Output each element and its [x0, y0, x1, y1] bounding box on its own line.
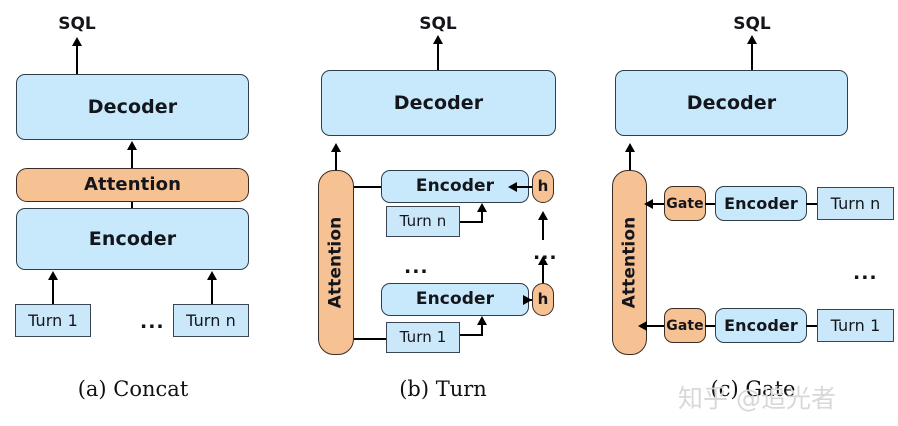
- connector-encoder-to-attention-a: [131, 202, 133, 210]
- node-attention-b[interactable]: Attention: [318, 170, 354, 355]
- output-label-sql-a: SQL: [58, 14, 96, 34]
- connector-encoder-bottom-to-gate-c: [705, 325, 716, 327]
- node-attention-c-label: Attention: [619, 216, 639, 309]
- arrow-head-gate-top-to-attention-c: [644, 198, 653, 209]
- arrow-head-decoder-to-sql-a: [71, 37, 82, 46]
- arrow-shaft-attention-to-decoder-b: [335, 150, 337, 172]
- arrow-head-turnn-to-encoder-a: [206, 271, 217, 280]
- connector-attention-to-turn1-b: [354, 338, 386, 340]
- output-label-sql-b: SQL: [419, 14, 457, 34]
- arrow-head-attention-to-decoder-c: [624, 143, 635, 152]
- node-turn-last-c[interactable]: Turn n: [817, 187, 894, 220]
- node-decoder-c[interactable]: Decoder: [615, 70, 848, 136]
- arrow-shaft-decoder-to-sql-b: [437, 42, 439, 70]
- arrow-shaft-decoder-to-sql-c: [751, 42, 753, 70]
- arrow-head-decoder-to-sql-b: [432, 35, 443, 44]
- panel-turn: SQL Decoder Attention Encoder Turn n h .…: [300, 0, 600, 426]
- arrow-head-into-state-top-b: [537, 211, 548, 220]
- panel-concat: SQL Decoder Attention Encoder Turn 1 ...…: [0, 0, 300, 426]
- arrow-shaft-turn1-to-encoder-b: [481, 323, 483, 335]
- node-attention-b-label: Attention: [325, 216, 346, 309]
- connector-turnn-to-encoder-c: [806, 203, 818, 205]
- arrow-shaft-state-bottom-up-b: [542, 263, 544, 283]
- node-turn-first-b[interactable]: Turn 1: [386, 322, 460, 353]
- node-turn-last-a[interactable]: Turn n: [173, 304, 249, 337]
- arrow-head-turnn-to-encoder-b: [476, 203, 487, 212]
- arrow-head-turn1-to-encoder-b: [476, 316, 487, 325]
- node-encoder-bottom-c[interactable]: Encoder: [715, 308, 807, 343]
- connector-attention-to-encoder-top-b: [354, 186, 382, 188]
- arrow-shaft-turnn-to-encoder-b: [481, 210, 483, 222]
- arrow-head-state-top-to-encoder-b: [508, 181, 517, 192]
- node-encoder-a[interactable]: Encoder: [16, 208, 249, 270]
- connector-encoder-top-to-gate-c: [705, 203, 716, 205]
- arrow-shaft-gate-bottom-to-attention-c: [646, 325, 664, 327]
- output-label-sql-c: SQL: [733, 14, 771, 34]
- node-gate-top-c[interactable]: Gate: [664, 186, 706, 221]
- node-decoder-a[interactable]: Decoder: [16, 74, 249, 140]
- panel-gate: SQL Decoder Attention Gate Encoder Turn …: [600, 0, 898, 426]
- node-attention-a[interactable]: Attention: [16, 168, 249, 202]
- node-encoder-top-c[interactable]: Encoder: [715, 186, 807, 221]
- arrow-shaft-attention-to-decoder-c: [629, 150, 631, 172]
- connector-turnn-elbow-h-b: [445, 221, 483, 223]
- arrow-shaft-attention-to-decoder-a: [131, 148, 133, 168]
- arrow-shaft-into-state-top-b: [542, 218, 544, 240]
- arrow-head-gate-bottom-to-attention-c: [638, 320, 647, 331]
- ellipsis-encoders-b: ...: [404, 256, 429, 278]
- arrow-head-state-bottom-up-b: [537, 256, 548, 265]
- connector-turn1-elbow-h-b: [445, 334, 483, 336]
- ellipsis-turns-a: ...: [140, 311, 165, 333]
- connector-turn1-to-encoder-c: [806, 325, 818, 327]
- node-encoder-bottom-b[interactable]: Encoder: [381, 283, 529, 316]
- arrow-head-attention-to-decoder-b: [330, 143, 341, 152]
- arrow-shaft-turn1-to-encoder-a: [52, 278, 54, 304]
- arrow-shaft-gate-top-to-attention-c: [652, 203, 664, 205]
- arrow-shaft-decoder-to-sql-a: [76, 44, 78, 74]
- ellipsis-turns-c: ...: [853, 262, 878, 284]
- arrow-head-encoder-to-state-bottom-b: [523, 294, 532, 305]
- node-turn-first-a[interactable]: Turn 1: [15, 304, 91, 337]
- node-decoder-b[interactable]: Decoder: [321, 70, 556, 136]
- node-turn-last-b[interactable]: Turn n: [386, 206, 460, 237]
- arrow-head-decoder-to-sql-c: [746, 35, 757, 44]
- arrow-head-turn1-to-encoder-a: [47, 271, 58, 280]
- arrow-head-attention-to-decoder-a: [126, 141, 137, 150]
- arrow-shaft-turnn-to-encoder-a: [211, 278, 213, 304]
- arrow-shaft-state-top-to-encoder-b: [516, 186, 532, 188]
- node-state-top-b[interactable]: h: [532, 170, 554, 203]
- node-state-bottom-b[interactable]: h: [532, 283, 554, 316]
- node-turn-first-c[interactable]: Turn 1: [817, 309, 894, 342]
- node-gate-bottom-c[interactable]: Gate: [664, 308, 706, 343]
- caption-b: (b) Turn: [399, 377, 487, 401]
- caption-c: (c) Gate: [710, 377, 796, 401]
- caption-a: (a) Concat: [77, 377, 189, 401]
- node-encoder-top-b[interactable]: Encoder: [381, 170, 529, 203]
